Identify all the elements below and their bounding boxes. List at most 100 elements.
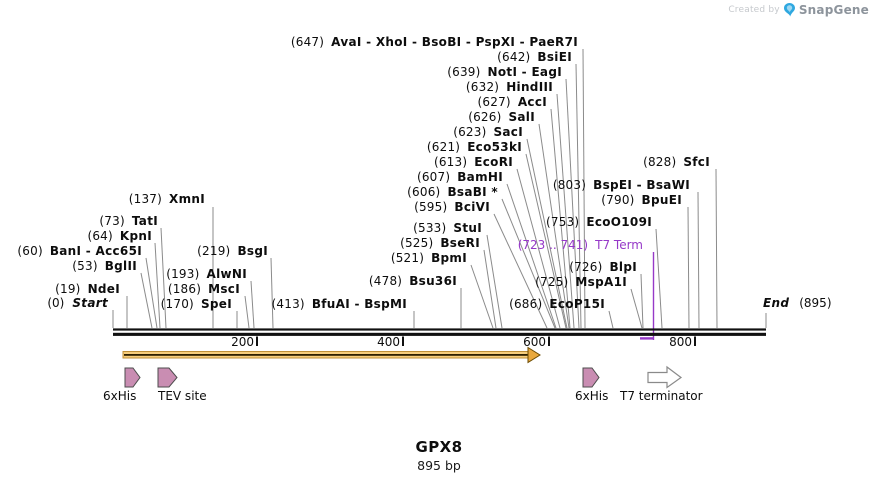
site-pos: (621) xyxy=(426,140,461,154)
site-name: KpnI xyxy=(119,229,152,243)
6xhis-arrow-2 xyxy=(582,367,600,388)
site-name: BsaBI * xyxy=(447,185,498,199)
site-pos: (607) xyxy=(416,170,451,184)
site-pos: (623) xyxy=(453,125,487,139)
6xhis-arrow-1 xyxy=(124,367,141,388)
site-name: SacI xyxy=(493,125,523,139)
site-name: HindIII xyxy=(506,80,553,94)
site-pos: (642) xyxy=(497,50,531,64)
site-name: SalI xyxy=(508,110,535,124)
site-name: EcoO109I xyxy=(586,215,652,229)
site-name: BsgI xyxy=(237,244,268,258)
feature-label-t7-terminator: T7 terminator xyxy=(620,389,703,403)
site-label-mspa1i: (725)MspA1I xyxy=(535,276,627,289)
t7-term-marker xyxy=(640,252,655,340)
title-block: GPX8 895 bp xyxy=(0,438,878,473)
site-label-ecop15i: (686) EcoP15I xyxy=(509,298,605,311)
site-name: EcoRI xyxy=(474,155,513,169)
site-name: StuI xyxy=(453,221,482,235)
start-text: Start xyxy=(72,296,108,310)
site-name: NdeI xyxy=(87,282,120,296)
feature-label-tev-site: TEV site xyxy=(158,389,207,403)
site-pos: (53) xyxy=(72,259,98,273)
site-pos: (413) xyxy=(271,297,305,311)
site-pos: (193) xyxy=(166,267,200,281)
site-pos: (478) xyxy=(368,274,403,288)
site-label-hindiii: (632)HindIII xyxy=(466,81,553,94)
site-name: BpmI xyxy=(431,251,467,265)
site-label-kpni: (64) KpnI xyxy=(87,230,152,243)
site-label-sali: (626) SalI xyxy=(468,111,535,124)
site-pos: (60) xyxy=(17,244,43,258)
site-pos: (533) xyxy=(413,221,447,235)
ruler-label-200: 200 xyxy=(231,335,254,349)
end-text: End xyxy=(763,296,790,310)
site-label-bpmi: (521) BpmI xyxy=(391,252,467,265)
site-label-ecori: (613) EcoRI xyxy=(434,156,513,169)
site-label-saci: (623) SacI xyxy=(453,126,523,139)
snapgene-watermark: Created by SnapGene xyxy=(728,3,869,17)
site-label-bglii: (53) BglII xyxy=(72,260,137,273)
site-pos: (525) xyxy=(400,236,434,250)
site-label-bseri: (525)BseRI xyxy=(400,237,480,250)
site-name: BciVI xyxy=(454,200,490,214)
site-name: XmnI xyxy=(169,192,205,206)
t7-term-name: T7 Term xyxy=(595,238,643,252)
site-pos: (613) xyxy=(433,155,468,169)
site-label-xmni: (137)XmnI xyxy=(129,193,205,206)
start-pos: (0) xyxy=(47,296,65,310)
site-name: AvaI - XhoI - BsoBI - PspXI - PaeR7I xyxy=(331,35,578,49)
site-label-bani-acc65i: (60) BanI - Acc65I xyxy=(17,245,142,258)
site-label-bamhi: (607) BamHI xyxy=(417,171,503,184)
site-pos: (627) xyxy=(477,95,511,109)
site-name: EcoP15I xyxy=(549,297,605,311)
sequence-title: GPX8 xyxy=(415,438,463,456)
snapgene-brand-text: SnapGene xyxy=(798,3,869,17)
end-pos: (895) xyxy=(799,296,832,310)
site-pos: (686) xyxy=(509,297,543,311)
site-label-bcivi: (595) BciVI xyxy=(414,201,490,214)
site-name: BamHI xyxy=(457,170,503,184)
site-pos: (606) xyxy=(407,185,441,199)
feature-label-6xhis-1: 6xHis xyxy=(103,389,137,403)
tev-site-arrow xyxy=(157,367,178,388)
sequence-backbone xyxy=(113,328,766,336)
site-name: BanI - Acc65I xyxy=(49,244,142,258)
site-name: TatI xyxy=(131,214,158,228)
feature-arrows-pink xyxy=(124,367,600,388)
orf-arrow xyxy=(122,346,541,364)
site-pos: (521) xyxy=(390,251,425,265)
start-label: (0) Start xyxy=(47,297,108,310)
site-pos: (790) xyxy=(601,193,635,207)
ruler-label-600: 600 xyxy=(523,335,546,349)
site-label-bpuei: (790)BpuEI xyxy=(601,194,682,207)
site-pos: (725) xyxy=(535,275,569,289)
sequence-length: 895 bp xyxy=(417,458,461,473)
site-pos: (595) xyxy=(414,200,448,214)
site-name: AccI xyxy=(517,95,547,109)
site-name: MscI xyxy=(208,282,240,296)
site-label-bsabi: (606) BsaBI * xyxy=(407,186,498,199)
connector-lines xyxy=(112,48,767,329)
t7-term-range: (723 .. 741) xyxy=(517,238,589,252)
site-name: BspEI - BsaWI xyxy=(593,178,690,192)
site-pos: (73) xyxy=(99,214,125,228)
site-label-stui: (533) StuI xyxy=(413,222,482,235)
feature-label-6xhis-2: 6xHis xyxy=(575,389,609,403)
site-name: BglII xyxy=(104,259,137,273)
end-label: End (895) xyxy=(763,297,832,310)
site-pos: (828) xyxy=(643,155,677,169)
t7-term-label: (723 .. 741) T7 Term xyxy=(518,239,643,252)
t7-terminator-arrow xyxy=(647,365,683,389)
site-name: BfuAI - BspMI xyxy=(311,297,407,311)
site-label-bsiei: (642)BsiEI xyxy=(497,51,572,64)
snapgene-logo-icon xyxy=(783,3,795,17)
ruler-label-400: 400 xyxy=(377,335,400,349)
site-pos: (626) xyxy=(468,110,502,124)
ruler-label-800: 800 xyxy=(669,335,692,349)
site-pos: (186) xyxy=(167,282,202,296)
site-pos: (170) xyxy=(160,297,194,311)
site-pos: (64) xyxy=(87,229,113,243)
site-label-noti-eagi: (639)NotI - EagI xyxy=(447,66,562,79)
